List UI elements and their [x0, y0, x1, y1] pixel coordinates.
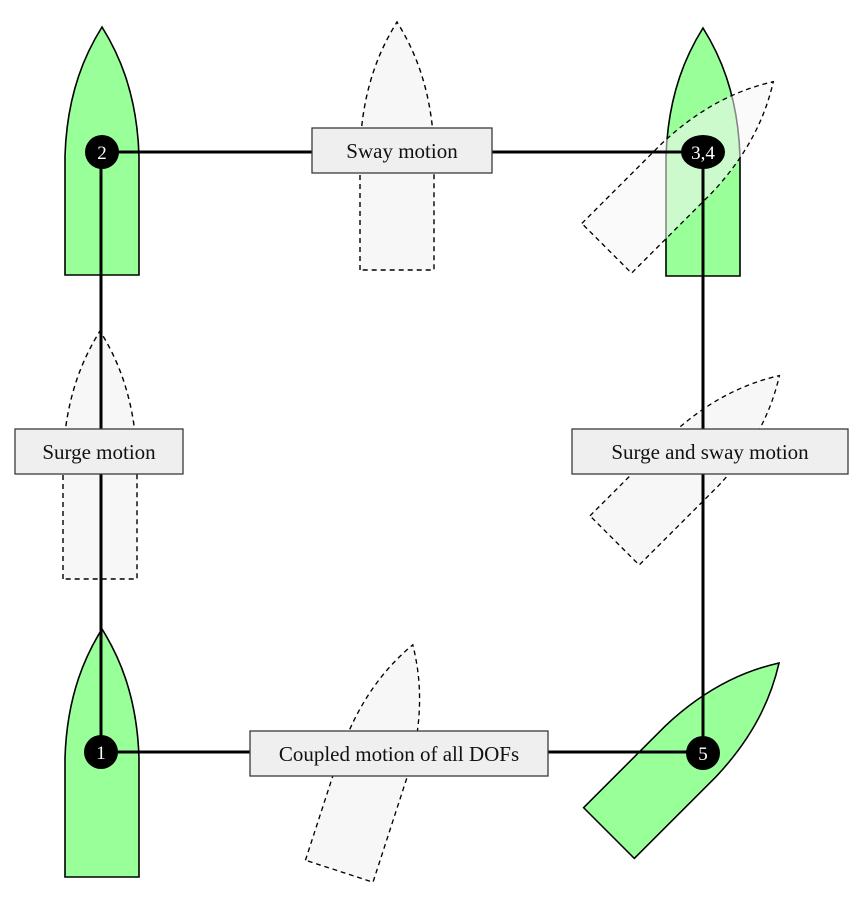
- label-coupled-motion: Coupled motion of all DOFs: [249, 730, 549, 777]
- node-3-4: 3,4: [681, 135, 725, 169]
- label-sway-motion: Sway motion: [311, 127, 493, 174]
- node-1-label: 1: [96, 743, 106, 764]
- node-1: 1: [84, 735, 118, 769]
- node-5: 5: [686, 736, 720, 770]
- label-coupled-text: Coupled motion of all DOFs: [279, 742, 519, 766]
- label-surge-motion: Surge motion: [14, 428, 184, 475]
- node-2-label: 2: [97, 143, 107, 164]
- label-surge-text: Surge motion: [42, 440, 156, 464]
- label-surge-sway-text: Surge and sway motion: [611, 440, 809, 464]
- node-2: 2: [85, 135, 119, 169]
- label-sway-text: Sway motion: [346, 139, 458, 163]
- label-surge-sway-motion: Surge and sway motion: [571, 428, 849, 475]
- node-5-label: 5: [698, 744, 708, 765]
- node-3-4-label: 3,4: [691, 143, 715, 164]
